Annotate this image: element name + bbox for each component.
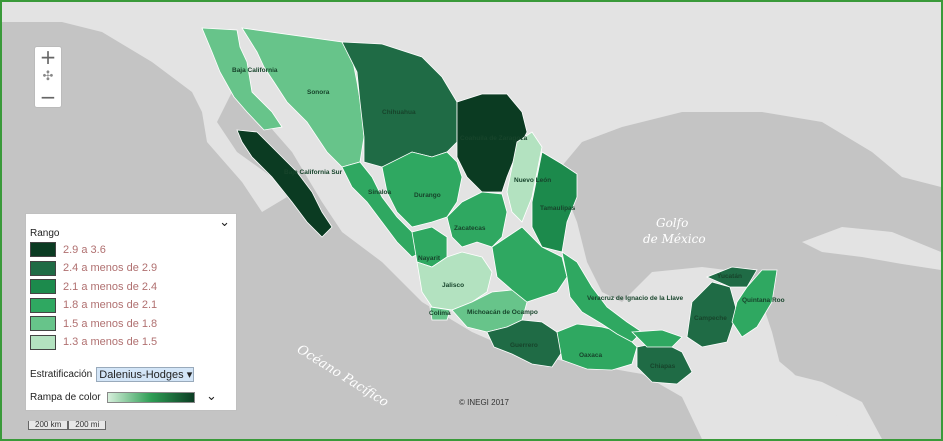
label-nuevo-leon: Nuevo León	[514, 177, 551, 184]
state-campeche[interactable]	[686, 281, 738, 348]
legend-label: 1.3 a menos de 1.5	[63, 336, 158, 348]
label-sinaloa: Sinaloa	[368, 189, 392, 196]
legend-label: 2.1 a menos de 2.4	[63, 280, 158, 293]
label-colima: Colima	[429, 310, 451, 317]
label-sonora: Sonora	[307, 89, 330, 96]
label-oaxaca: Oaxaca	[579, 352, 603, 359]
legend-row: 2.1 a menos de 2.4	[30, 279, 157, 294]
legend-row: 2.4 a menos de 2.9	[30, 260, 158, 276]
scale-mi: 200 mi	[68, 421, 107, 430]
legend-row: 2.9 a 3.6	[30, 242, 106, 257]
scale-km: 200 km	[28, 421, 69, 430]
label-nayarit: Nayarit	[418, 255, 441, 262]
stratification-value: Dalenius-Hodges	[99, 369, 184, 381]
central-america	[682, 342, 862, 439]
state-nuevo-leon[interactable]	[506, 131, 543, 223]
label-quintana-roo: Quintana Roo	[742, 297, 785, 304]
legend-swatch	[30, 297, 56, 313]
legend-swatch	[30, 316, 56, 331]
cuba	[802, 227, 941, 270]
label-zacatecas: Zacatecas	[454, 225, 486, 232]
label-jalisco: Jalisco	[442, 282, 464, 289]
stratification-select[interactable]: Dalenius-Hodges ▾	[96, 367, 195, 382]
zoom-control: + ✣ −	[34, 46, 62, 108]
state-coahuila[interactable]	[456, 93, 528, 193]
zoom-in-button[interactable]: +	[39, 45, 57, 69]
label-campeche: Campeche	[694, 315, 727, 322]
state-baja-california[interactable]	[201, 27, 283, 131]
legend-collapse-icon[interactable]: ⌄	[219, 214, 230, 229]
state-yucatan[interactable]	[705, 266, 758, 288]
legend-swatch	[30, 242, 56, 257]
state-michoacan[interactable]	[451, 289, 528, 333]
state-quintana-roo[interactable]	[731, 269, 778, 338]
label-veracruz: Veracruz de Ignacio de la Llave	[587, 295, 683, 302]
legend-swatch	[30, 334, 56, 350]
label-baja-california: Baja California	[232, 67, 278, 74]
legend-label: 1.8 a menos de 2.1	[63, 299, 158, 311]
label-gulf-2: de México	[643, 232, 706, 246]
legend-label: 2.4 a menos de 2.9	[63, 262, 158, 274]
label-michoacan: Michoacán de Ocampo	[467, 309, 538, 316]
state-durango[interactable]	[381, 151, 463, 228]
color-ramp-dropdown-icon[interactable]: ⌄	[206, 388, 217, 403]
state-oaxaca[interactable]	[556, 323, 638, 371]
label-gulf: Golfo	[656, 216, 689, 230]
state-baja-california-sur[interactable]	[236, 129, 333, 238]
state-central-region[interactable]	[491, 226, 568, 303]
color-ramp-label: Rampa de color	[30, 392, 101, 403]
legend-title: Rango	[30, 228, 60, 239]
state-colima[interactable]	[429, 306, 451, 321]
label-durango: Durango	[414, 192, 441, 199]
label-guerrero: Guerrero	[510, 342, 538, 349]
label-coahuila: Coahuila de Zaragoza	[460, 135, 528, 142]
label-baja-california-sur: Baja California Sur	[284, 169, 343, 176]
state-zacatecas[interactable]	[446, 191, 508, 248]
label-chiapas: Chiapas	[650, 363, 676, 370]
pan-icon[interactable]: ✣	[42, 69, 54, 84]
legend-swatch	[30, 279, 56, 294]
color-ramp-row: Rampa de color ⌄	[30, 388, 217, 403]
legend-row: 1.3 a menos de 1.5	[30, 334, 158, 350]
label-yucatan: Yucatán	[717, 273, 742, 280]
state-tamaulipas[interactable]	[531, 151, 578, 253]
legend-label: 2.9 a 3.6	[63, 243, 106, 256]
label-chihuahua: Chihuahua	[382, 109, 416, 116]
zoom-out-button[interactable]: −	[39, 85, 57, 109]
stratification-label: Estratificación	[30, 369, 93, 380]
legend-swatch	[30, 260, 56, 276]
legend-row: 1.5 a menos de 1.8	[30, 316, 157, 331]
state-veracruz[interactable]	[561, 251, 643, 343]
scale-bar: 200 km 200 mi	[28, 421, 107, 430]
stratification-row: Estratificación Dalenius-Hodges ▾	[30, 367, 195, 382]
copyright: © INEGI 2017	[459, 398, 509, 407]
label-tamaulipas: Tamaulipas	[540, 205, 576, 212]
state-tabasco[interactable]	[631, 329, 683, 348]
color-ramp-bar[interactable]	[106, 392, 195, 403]
legend-row: 1.8 a menos de 2.1	[30, 297, 158, 313]
state-jalisco[interactable]	[416, 251, 493, 311]
legend-label: 1.5 a menos de 1.8	[63, 317, 158, 330]
legend-panel: ⌄ Rango 2.9 a 3.6 2.4 a menos de 2.9 2.1 a…	[25, 213, 237, 411]
